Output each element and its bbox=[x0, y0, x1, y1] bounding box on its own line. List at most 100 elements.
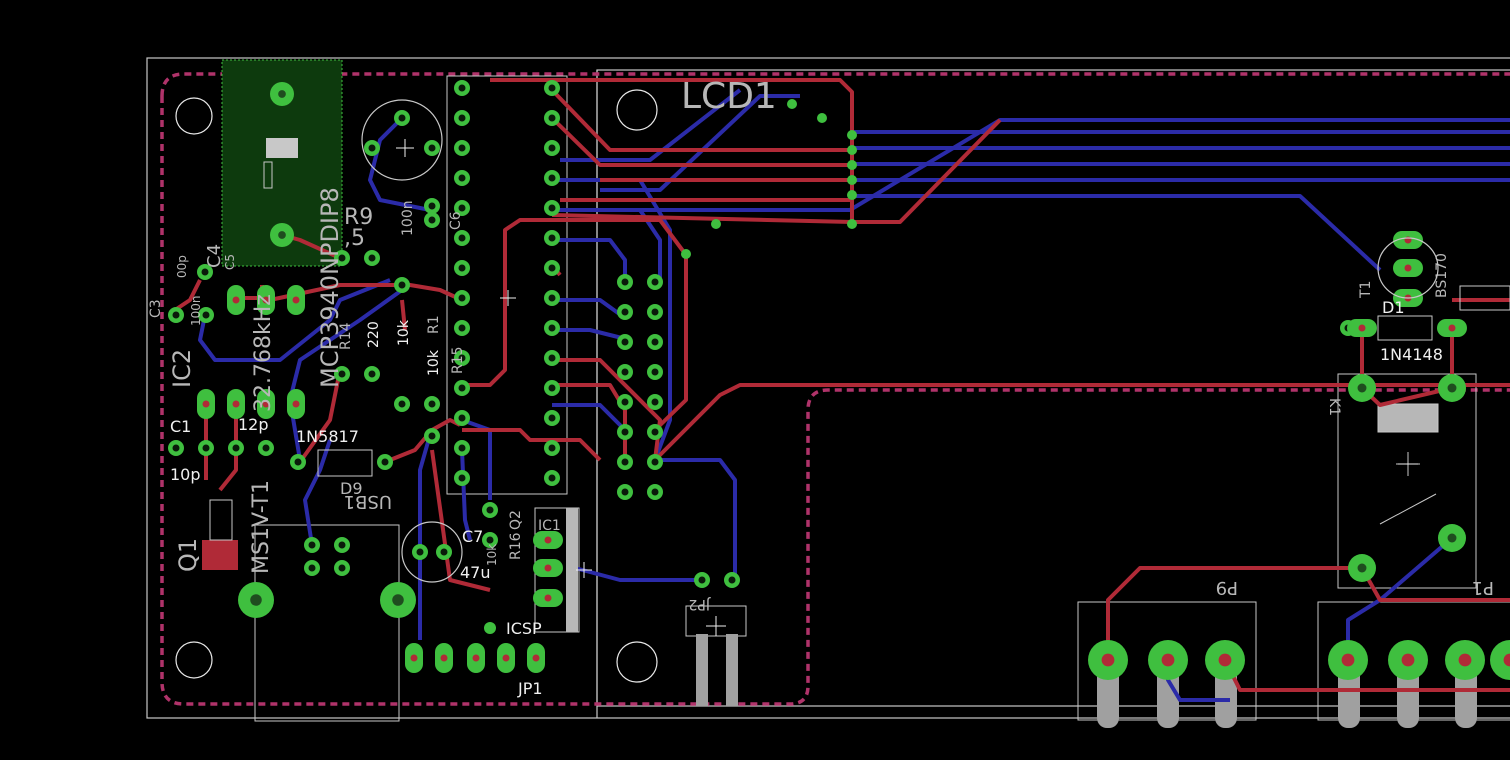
pad-hole bbox=[458, 84, 466, 92]
pad-hole bbox=[548, 324, 556, 332]
label-r9-value: ,5 bbox=[344, 226, 365, 251]
pad-hole bbox=[368, 144, 376, 152]
label-c1: C1 bbox=[170, 417, 191, 436]
pad-hole bbox=[486, 506, 494, 514]
label-lcd1: LCD1 bbox=[681, 76, 777, 117]
pad-hole bbox=[548, 84, 556, 92]
pad-hole bbox=[698, 576, 706, 584]
pad-hole bbox=[548, 354, 556, 362]
label-r9: R9 bbox=[344, 205, 373, 230]
label-c7-value: 47u bbox=[460, 563, 491, 582]
pad-hole bbox=[486, 536, 494, 544]
pad-hole bbox=[548, 384, 556, 392]
label-r1: R1 bbox=[426, 315, 442, 334]
pad-hole bbox=[232, 296, 240, 304]
pad-hole bbox=[458, 354, 466, 362]
label-p1: P1 bbox=[1472, 577, 1494, 598]
pad-hole bbox=[338, 564, 346, 572]
label-usb1: USB1 bbox=[344, 491, 392, 512]
pad-hole bbox=[548, 234, 556, 242]
label-c6: C6 bbox=[448, 211, 464, 230]
pad-hole bbox=[651, 338, 659, 346]
pad-hole bbox=[398, 281, 406, 289]
label-r14: R14 bbox=[338, 322, 354, 350]
pad-hole bbox=[232, 444, 240, 452]
label-t1: T1 bbox=[1358, 281, 1374, 299]
component-pads bbox=[168, 80, 1510, 680]
pad-hole bbox=[621, 458, 629, 466]
pad-hole bbox=[532, 654, 540, 662]
pad-hole bbox=[548, 174, 556, 182]
label-d1-value: 1N4148 bbox=[1380, 345, 1443, 364]
pad-hole bbox=[338, 541, 346, 549]
label-d1: D1 bbox=[1382, 298, 1405, 317]
pad-hole bbox=[458, 474, 466, 482]
pad-hole bbox=[278, 231, 286, 239]
pad-hole bbox=[544, 564, 552, 572]
pad-hole bbox=[410, 654, 418, 662]
silkscreen-labels: LCD1 IC2 MCP3940NPDIP8 R9 ,5 C6 100n C3 … bbox=[148, 76, 1494, 698]
pad-hole bbox=[398, 114, 406, 122]
pad-hole bbox=[428, 202, 436, 210]
pad-hole bbox=[308, 541, 316, 549]
pad bbox=[1490, 640, 1510, 680]
pad-hole bbox=[294, 458, 302, 466]
pad-hole bbox=[292, 296, 300, 304]
pad-hole bbox=[250, 594, 262, 606]
label-c5: C5 bbox=[223, 254, 237, 270]
label-d9-value: 1N5817 bbox=[296, 427, 359, 446]
label-c3: C3 bbox=[148, 299, 164, 318]
pad-hole bbox=[368, 254, 376, 262]
pad-hole bbox=[398, 400, 406, 408]
label-c3-value: 100n bbox=[189, 295, 203, 326]
pad-hole bbox=[1503, 653, 1510, 667]
pad-hole bbox=[368, 370, 376, 378]
label-k1: K1 bbox=[1326, 398, 1342, 416]
label-c7: C7 bbox=[462, 527, 483, 546]
pad-hole bbox=[544, 594, 552, 602]
pad-hole bbox=[621, 338, 629, 346]
pad-hole bbox=[1101, 653, 1115, 667]
label-ic1: IC1 bbox=[538, 518, 561, 534]
pad-hole bbox=[440, 654, 448, 662]
pad-hole bbox=[232, 400, 240, 408]
pad-hole bbox=[621, 488, 629, 496]
pad-hole bbox=[172, 311, 180, 319]
pad-hole bbox=[1404, 264, 1412, 272]
pad-hole bbox=[548, 294, 556, 302]
label-r14-value: 220 bbox=[366, 321, 382, 348]
label-d9: D9 bbox=[340, 479, 363, 498]
pad-hole bbox=[1401, 653, 1415, 667]
pad-hole bbox=[416, 548, 424, 556]
pad-hole bbox=[458, 384, 466, 392]
pad-hole bbox=[458, 414, 466, 422]
pad-hole bbox=[651, 308, 659, 316]
pad-hole bbox=[428, 216, 436, 224]
pad-hole bbox=[651, 278, 659, 286]
pad-hole bbox=[278, 90, 286, 98]
label-ic2-value: MCP3940NPDIP8 bbox=[316, 187, 344, 388]
pad-hole bbox=[1447, 533, 1457, 543]
pad-hole bbox=[1218, 653, 1232, 667]
pad-hole bbox=[548, 204, 556, 212]
pad-hole bbox=[502, 654, 510, 662]
label-jp2: JP2 bbox=[689, 596, 711, 612]
label-c1-value: 10p bbox=[170, 465, 201, 484]
pad-hole bbox=[202, 311, 210, 319]
pad-hole bbox=[458, 324, 466, 332]
pad-hole bbox=[458, 264, 466, 272]
pad-hole bbox=[428, 432, 436, 440]
label-c4: C4 bbox=[204, 244, 225, 268]
pad-hole bbox=[548, 414, 556, 422]
pad-hole bbox=[1358, 324, 1366, 332]
pad-hole bbox=[621, 278, 629, 286]
pad-hole bbox=[548, 144, 556, 152]
label-c2-value: 12p bbox=[238, 415, 269, 434]
label-c6-value: 100n bbox=[400, 200, 416, 236]
pad-hole bbox=[458, 444, 466, 452]
pad-hole bbox=[1447, 383, 1457, 393]
pad-hole bbox=[172, 444, 180, 452]
label-icsp: ICSP bbox=[506, 619, 542, 638]
pad-hole bbox=[458, 114, 466, 122]
